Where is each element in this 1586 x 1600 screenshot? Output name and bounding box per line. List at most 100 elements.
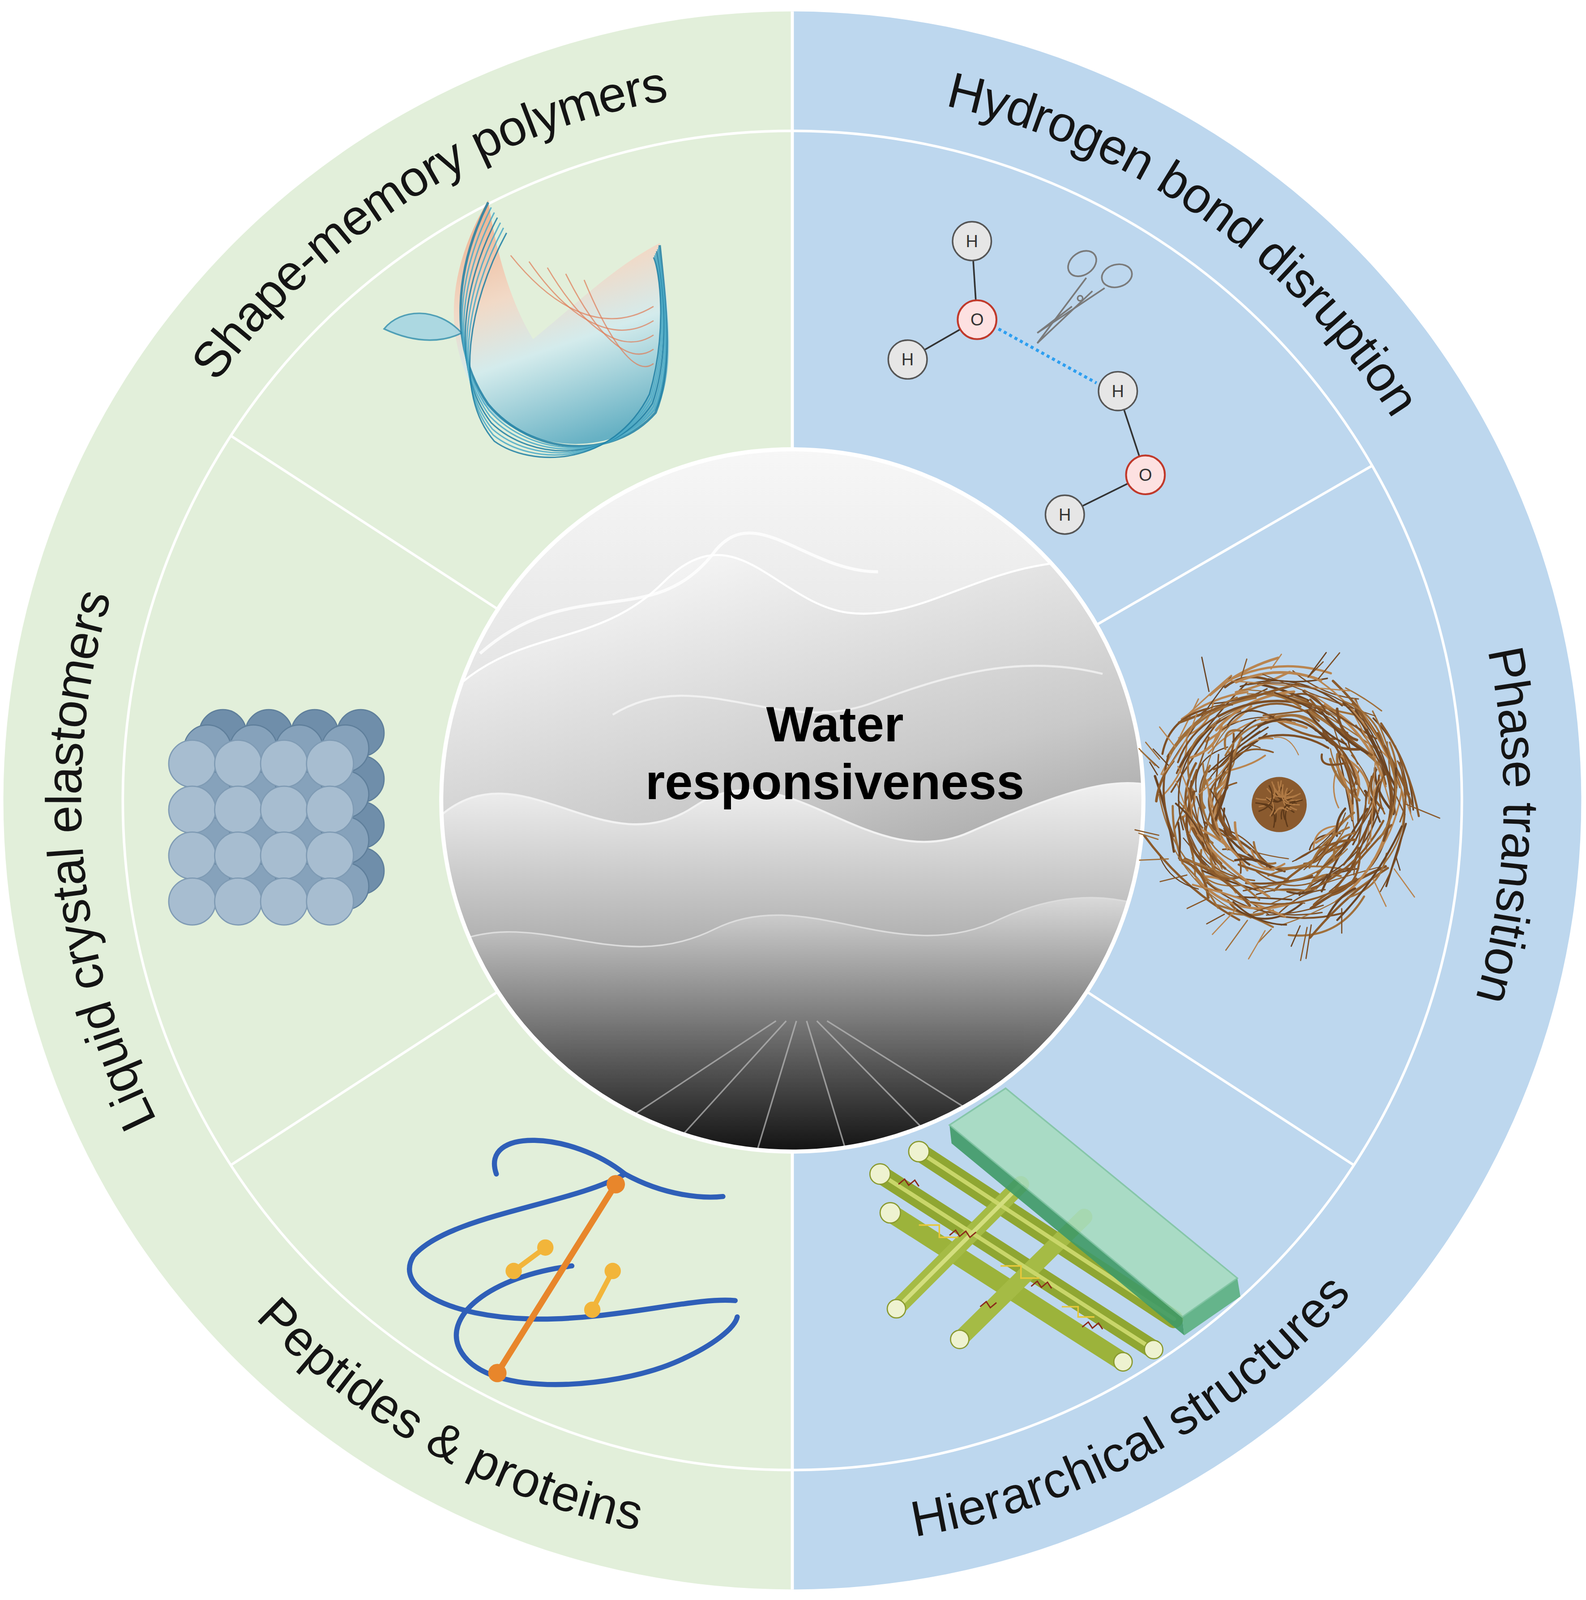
illustration-part xyxy=(456,1265,737,1385)
ring-sector: Peptides & proteins xyxy=(239,1278,656,1548)
illustration-part xyxy=(494,1140,723,1197)
illustration-part xyxy=(806,1020,848,1156)
nest-strand xyxy=(1353,776,1372,875)
nest-strand xyxy=(1209,657,1279,695)
nest-strand xyxy=(1185,858,1250,906)
illustration-part xyxy=(1099,260,1135,291)
lattice-sphere xyxy=(168,786,216,834)
nest-strand xyxy=(1162,713,1197,775)
ribbon-strand xyxy=(461,207,666,448)
nest-strand xyxy=(1235,859,1271,868)
illustration-part xyxy=(439,897,1154,1156)
sector-dividers xyxy=(230,435,1373,1165)
sector-title: Liquid crystal elastomers xyxy=(35,583,167,1140)
nest-strand xyxy=(1178,727,1212,830)
nest-strand xyxy=(1258,719,1328,741)
nest-strand xyxy=(1218,787,1235,838)
nest-strand xyxy=(1281,874,1378,926)
nest-core-strand xyxy=(1274,808,1288,815)
illustration-part xyxy=(869,1163,891,1185)
center-circle-outline xyxy=(441,449,1144,1152)
illustration-part xyxy=(497,1184,616,1373)
atom-label: O xyxy=(1127,457,1164,493)
nest-strand xyxy=(1192,884,1286,917)
atom-label: H xyxy=(1047,496,1083,533)
nest-strand xyxy=(1337,826,1402,921)
lattice-sphere xyxy=(214,786,262,834)
illustration-part xyxy=(919,1224,958,1237)
illustration-part xyxy=(606,1175,625,1194)
illustration-part xyxy=(998,329,1097,384)
nest-strand xyxy=(1139,859,1169,861)
illustration-part xyxy=(488,1363,507,1383)
atom-label: H xyxy=(889,341,926,378)
sector-title-path: Hierarchical structures xyxy=(906,1263,1360,1548)
center-circle: Water responsiveness xyxy=(440,448,1144,1152)
illustration-part xyxy=(604,1262,621,1279)
sector-divider xyxy=(230,435,498,609)
lattice-sphere xyxy=(260,786,308,834)
lattice-sphere xyxy=(260,877,308,925)
nest-strand xyxy=(1379,760,1396,838)
nest-strand xyxy=(1227,680,1351,691)
nest-strand xyxy=(1232,749,1274,759)
nest-strand xyxy=(1370,756,1376,844)
illustration-part xyxy=(537,1239,554,1256)
illustration-part xyxy=(949,1230,976,1238)
ribbon-illustration xyxy=(384,200,670,458)
nest-strand xyxy=(1188,724,1216,779)
nest-strand xyxy=(1201,657,1210,692)
nest-strand xyxy=(1135,829,1159,836)
illustration-part xyxy=(3,11,1582,1590)
illustrations xyxy=(168,200,1440,1385)
illustration-part xyxy=(1061,1306,1095,1317)
illustration-part xyxy=(453,200,670,444)
nest-strand xyxy=(1270,654,1282,670)
atom-label: O xyxy=(959,301,996,338)
nest-strand xyxy=(1321,754,1345,765)
illustration-part xyxy=(572,1020,777,1156)
illustration-part xyxy=(816,1020,950,1156)
lattice-sphere xyxy=(214,739,262,787)
nest-strand xyxy=(1395,855,1401,870)
ribbon-strand xyxy=(584,279,654,367)
nest-strand xyxy=(1405,803,1440,818)
illustration-part xyxy=(1126,455,1166,495)
nest-strand xyxy=(1184,859,1260,900)
nest-strand xyxy=(1248,682,1354,708)
illustration-part xyxy=(950,1329,969,1349)
nest-strand xyxy=(1248,930,1266,959)
nest-strand xyxy=(1309,827,1349,868)
scissors xyxy=(1037,245,1135,344)
lattice-sphere xyxy=(168,877,216,925)
nest-strand xyxy=(1274,737,1299,756)
nest-strand xyxy=(1240,658,1247,679)
nest-strand xyxy=(1308,661,1324,677)
lattice-sphere xyxy=(260,739,308,787)
nest-strand xyxy=(1153,748,1169,766)
lattice-sphere xyxy=(306,877,354,925)
nest-strand xyxy=(1235,822,1248,854)
lattice-sphere xyxy=(306,786,354,834)
nest-illustration xyxy=(1135,652,1441,961)
sector-title: Hydrogen bond disruption xyxy=(942,61,1431,425)
sector-title: Hierarchical structures xyxy=(906,1263,1360,1548)
nest-strand xyxy=(1202,763,1210,793)
illustration-part xyxy=(439,555,1154,1156)
ring-sector: Hydrogen bond disruption xyxy=(935,54,1439,433)
illustration-part xyxy=(896,1184,1022,1309)
ring-sector: Hierarchical structures xyxy=(898,1256,1368,1555)
nest-strand xyxy=(1192,791,1216,865)
nest-strand xyxy=(1207,779,1228,850)
nest-strand xyxy=(1310,699,1372,756)
illustration-part xyxy=(1037,277,1093,344)
sector-title-path: Peptides & proteins xyxy=(247,1286,649,1541)
lattice-sphere xyxy=(260,832,308,880)
illustration-part xyxy=(880,1202,901,1223)
ribbon-strand xyxy=(468,227,662,455)
illustration-part xyxy=(949,1088,1238,1317)
